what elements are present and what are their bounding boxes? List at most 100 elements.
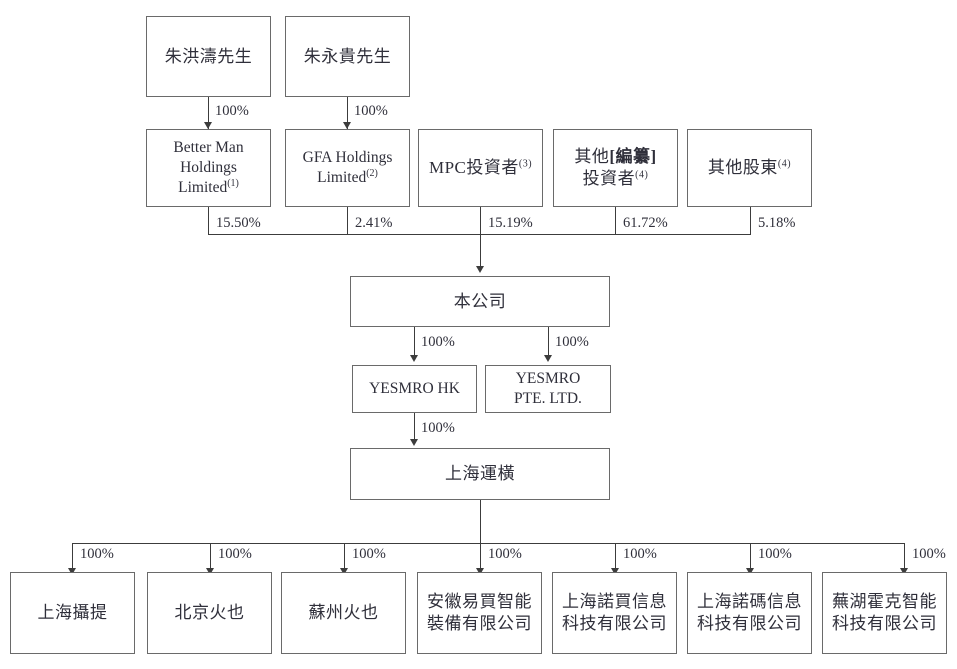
- pct-shareholder-2: 100%: [354, 103, 388, 119]
- connector-company-to-yesmro-pte: [548, 327, 550, 358]
- box-yesmro-hk: YESMRO HK: [352, 365, 477, 413]
- connector-bottom-1: [72, 543, 74, 571]
- arrowhead-yesmro-pte: [544, 355, 553, 362]
- box-yesmro-pte-line1: YESMRO: [515, 370, 581, 388]
- pct-bottom-4: 100%: [488, 546, 522, 562]
- box-holdco-3-line1: MPC投資者: [428, 158, 519, 178]
- arrowhead-shareholder-1: [204, 122, 213, 129]
- box-holdco-4-line2: 投資者: [582, 169, 636, 188]
- pct-bottom-7: 100%: [912, 546, 946, 562]
- connector-bottom-3: [344, 543, 346, 571]
- arrowhead-bottom-6: [746, 568, 755, 575]
- connector-bottom-6: [750, 543, 752, 571]
- pct-opco: 100%: [421, 420, 455, 436]
- connector-bottom-2: [210, 543, 212, 571]
- box-holdco-3-note: (3): [518, 158, 533, 170]
- box-yesmro-hk-label: YESMRO HK: [369, 380, 460, 398]
- box-bottom-6: 上海諾碼信息 科技有限公司: [687, 572, 812, 654]
- arrowhead-shareholder-2: [343, 122, 352, 129]
- arrowhead-bottom-4: [476, 568, 485, 575]
- connector-holdco-5: [750, 207, 752, 235]
- box-yesmro-pte: YESMRO PTE. LTD.: [485, 365, 611, 413]
- pct-bottom-6: 100%: [758, 546, 792, 562]
- box-holdco-1-note: (1): [227, 177, 239, 189]
- box-holdco-4-line1: 其他: [574, 147, 610, 167]
- connector-shareholder-1: [208, 97, 210, 129]
- box-company-label: 本公司: [453, 291, 507, 311]
- pct-yesmro-hk: 100%: [421, 334, 455, 350]
- box-bottom-3: 蘇州火也: [281, 572, 406, 654]
- arrowhead-bottom-5: [611, 568, 620, 575]
- connector-bus-to-company: [480, 234, 482, 268]
- box-holdco-5-line1: 其他股東: [707, 158, 778, 178]
- bus-line-bottom: [72, 543, 905, 545]
- box-holdco-2-line2: Limited: [317, 169, 367, 187]
- pct-holdco-4: 61.72%: [623, 215, 668, 231]
- box-holdco-3: MPC投資者(3): [418, 129, 543, 207]
- pct-holdco-3: 15.19%: [488, 215, 533, 231]
- box-bottom-7-line1: 蕪湖霍克智能: [832, 592, 937, 612]
- arrowhead-bottom-2: [206, 568, 215, 575]
- arrowhead-bottom-3: [340, 568, 349, 575]
- connector-yesmro-hk-to-opco: [414, 413, 416, 442]
- connector-bottom-7: [904, 543, 906, 571]
- arrowhead-yesmro-hk: [410, 355, 419, 362]
- pct-holdco-2: 2.41%: [355, 215, 393, 231]
- connector-holdco-2: [347, 207, 349, 235]
- box-holdco-4-bracket: [編纂]: [609, 147, 657, 167]
- box-shareholder-2: 朱永貴先生: [285, 16, 410, 97]
- arrowhead-bottom-1: [68, 568, 77, 575]
- arrowhead-opco: [410, 439, 419, 446]
- box-bottom-4-line2: 裝備有限公司: [427, 614, 532, 633]
- connector-company-to-yesmro-hk: [414, 327, 416, 358]
- box-bottom-1: 上海攝提: [10, 572, 135, 654]
- box-bottom-2-line1: 北京火也: [174, 603, 245, 623]
- box-bottom-6-line1: 上海諾碼信息: [697, 592, 802, 612]
- connector-opco-to-bus: [480, 500, 482, 544]
- pct-bottom-5: 100%: [623, 546, 657, 562]
- connector-bottom-5: [615, 543, 617, 571]
- connector-shareholder-2: [347, 97, 349, 129]
- box-holdco-2: GFA Holdings Limited(2): [285, 129, 410, 207]
- box-holdco-4: 其他[編纂] 投資者(4): [553, 129, 678, 207]
- box-opco-label: 上海運橫: [445, 464, 515, 484]
- box-holdco-2-line1: GFA Holdings: [302, 149, 393, 167]
- box-bottom-5-line2: 科技有限公司: [562, 614, 667, 633]
- box-bottom-5: 上海諾買信息 科技有限公司: [552, 572, 677, 654]
- box-bottom-2: 北京火也: [147, 572, 272, 654]
- pct-holdco-5: 5.18%: [758, 215, 796, 231]
- box-yesmro-pte-line2: PTE. LTD.: [514, 390, 582, 407]
- box-holdco-1-line1: Better Man: [173, 139, 244, 157]
- box-shareholder-2-label: 朱永貴先生: [303, 46, 392, 66]
- connector-holdco-3: [480, 207, 482, 235]
- box-bottom-7: 蕪湖霍克智能 科技有限公司: [822, 572, 947, 654]
- box-bottom-7-line2: 科技有限公司: [832, 614, 937, 633]
- box-bottom-4-line1: 安徽易買智能: [427, 592, 532, 612]
- box-bottom-6-line2: 科技有限公司: [697, 614, 802, 633]
- box-holdco-1: Better Man Holdings Limited(1): [146, 129, 271, 207]
- pct-bottom-1: 100%: [80, 546, 114, 562]
- box-bottom-4: 安徽易買智能 裝備有限公司: [417, 572, 542, 654]
- connector-bottom-4: [480, 543, 482, 571]
- box-holdco-5-note: (4): [777, 158, 792, 170]
- connector-holdco-1: [208, 207, 210, 235]
- pct-bottom-3: 100%: [352, 546, 386, 562]
- arrowhead-company: [476, 266, 485, 273]
- box-holdco-5: 其他股東(4): [687, 129, 812, 207]
- box-holdco-2-note: (2): [366, 167, 378, 179]
- box-shareholder-1-label: 朱洪濤先生: [164, 46, 253, 66]
- pct-bottom-2: 100%: [218, 546, 252, 562]
- connector-holdco-4: [615, 207, 617, 235]
- pct-holdco-1: 15.50%: [216, 215, 261, 231]
- box-holdco-4-note: (4): [635, 169, 649, 181]
- pct-shareholder-1: 100%: [215, 103, 249, 119]
- box-company: 本公司: [350, 276, 610, 327]
- arrowhead-bottom-7: [900, 568, 909, 575]
- bus-line-holdcos: [208, 234, 751, 236]
- box-bottom-5-line1: 上海諾買信息: [562, 592, 667, 612]
- box-opco: 上海運橫: [350, 448, 610, 500]
- box-bottom-3-line1: 蘇州火也: [308, 603, 379, 623]
- box-bottom-1-line1: 上海攝提: [37, 603, 108, 623]
- box-shareholder-1: 朱洪濤先生: [146, 16, 271, 97]
